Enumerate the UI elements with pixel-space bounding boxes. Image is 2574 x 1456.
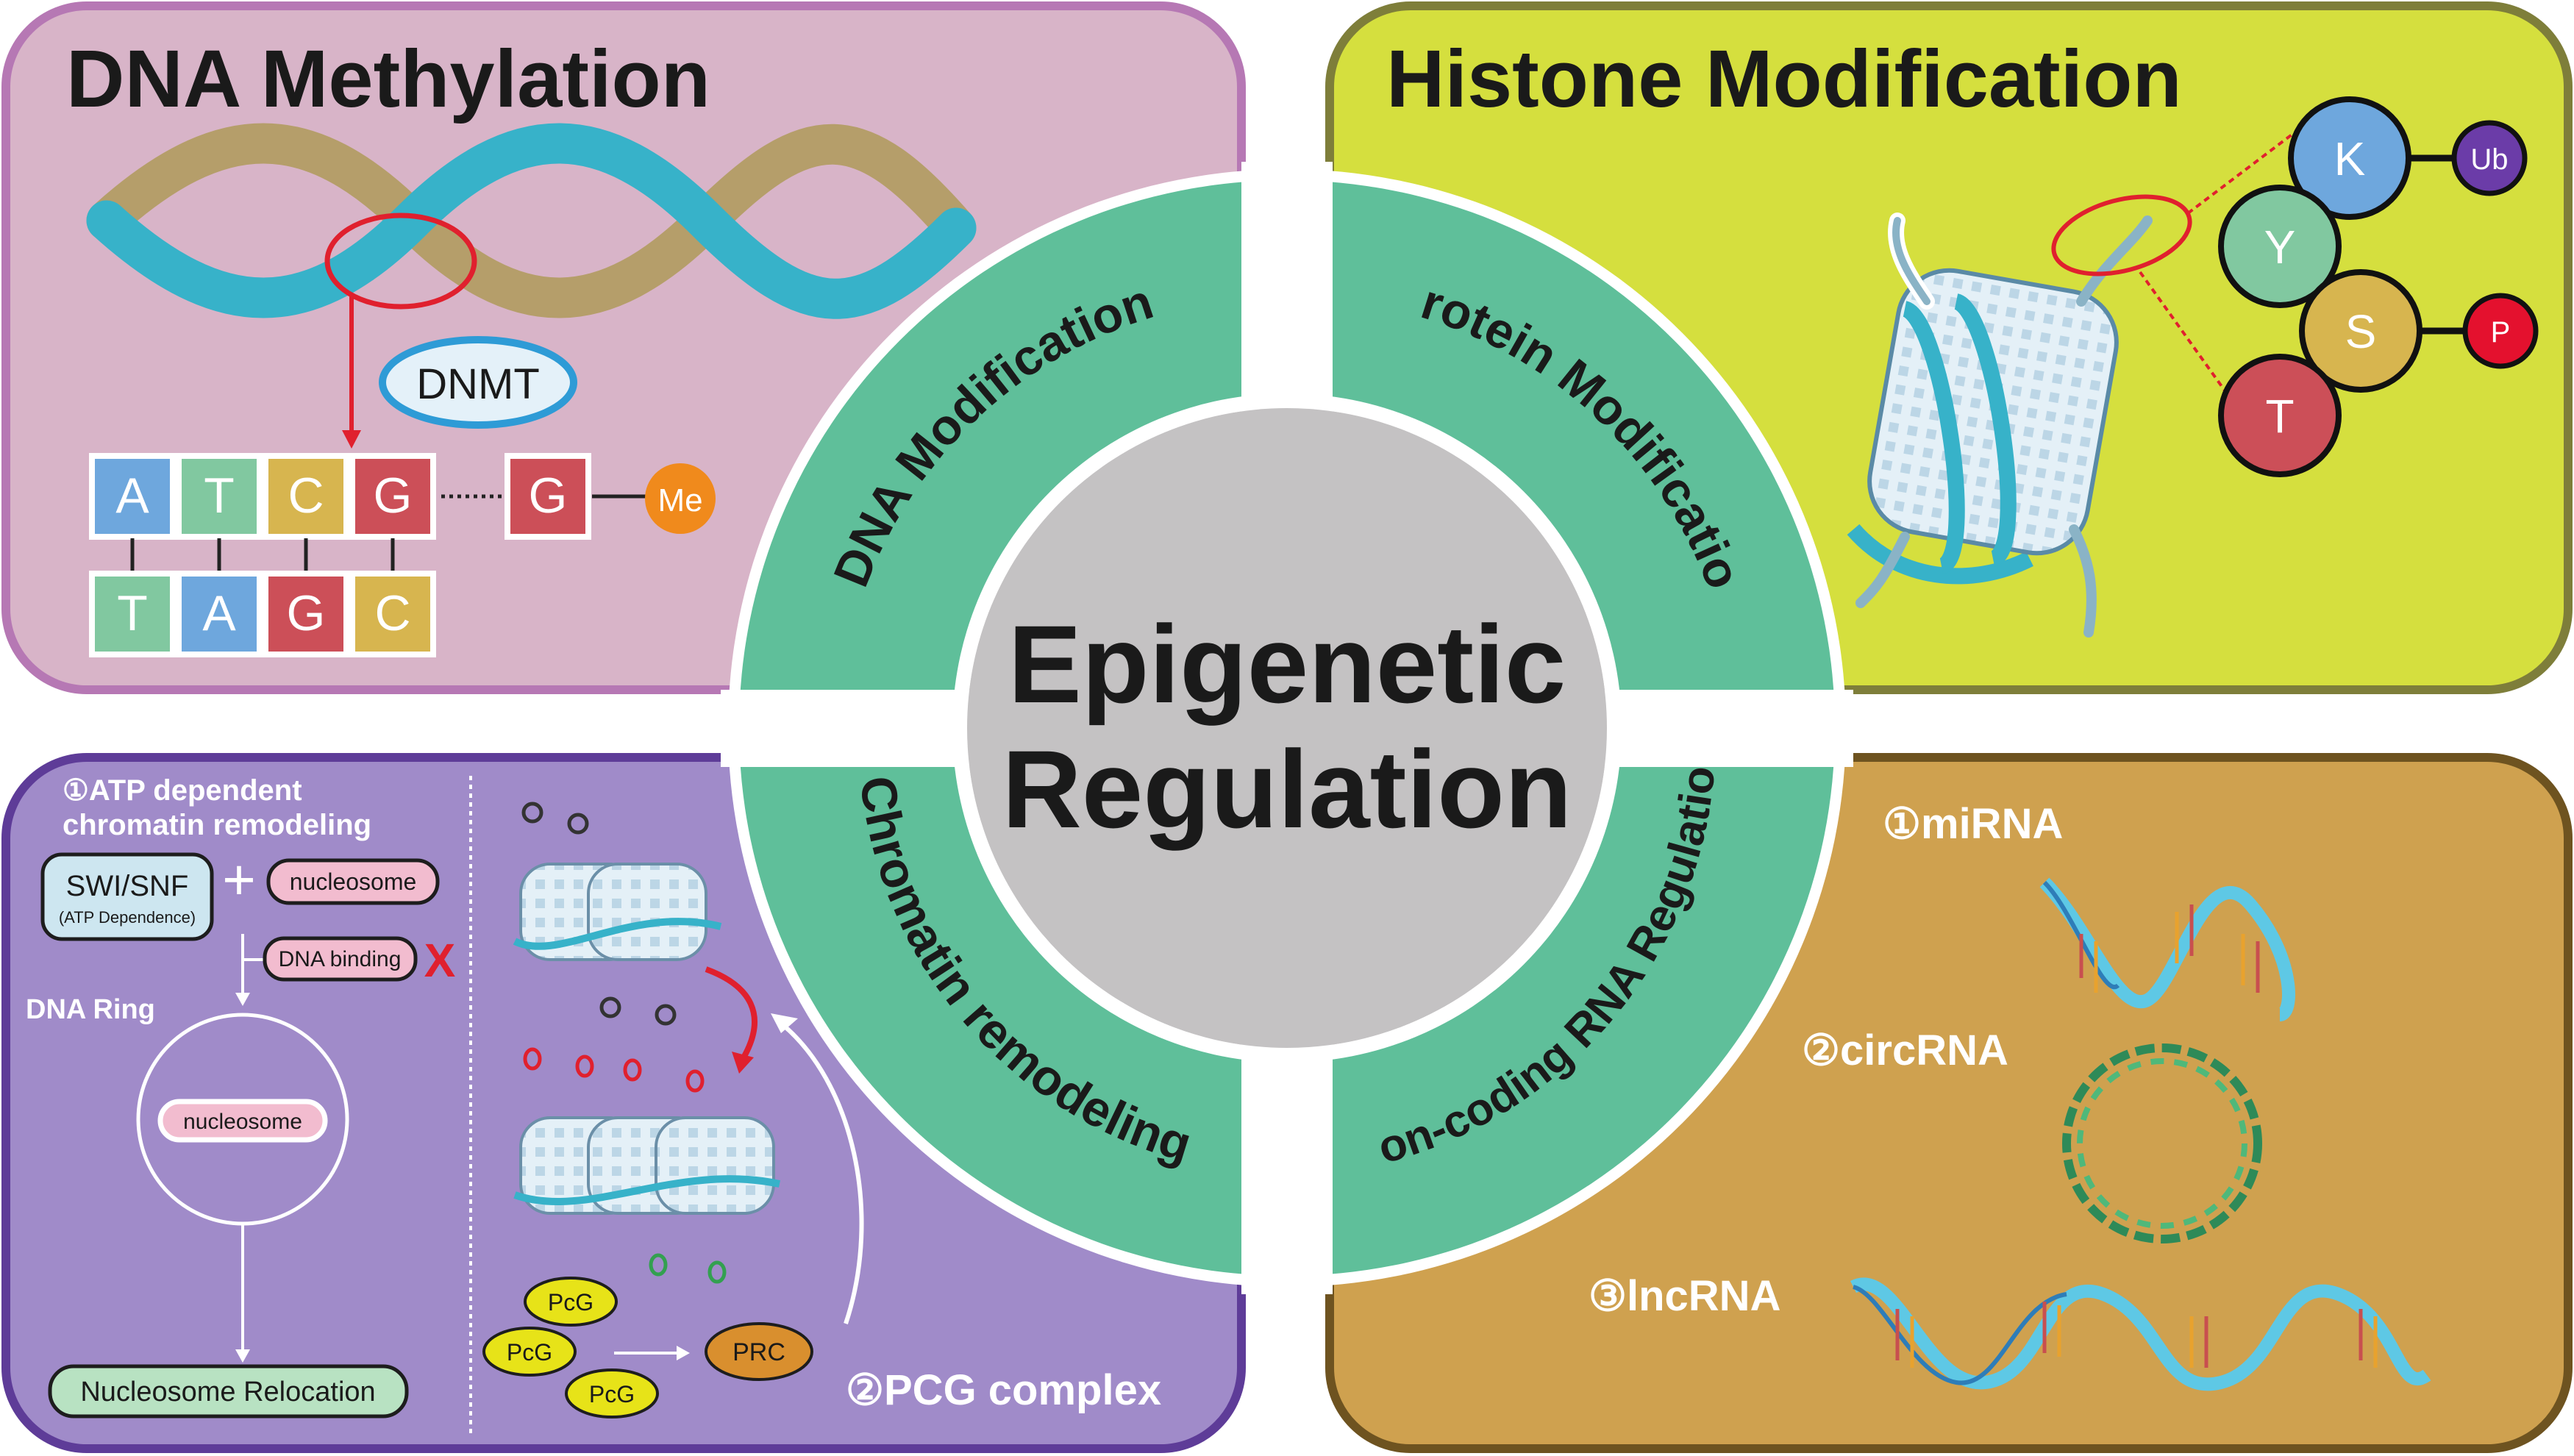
lncrna-label: ③lncRNA [1589, 1272, 1780, 1320]
red-transition-arrowhead [732, 1052, 754, 1074]
pcg-complex-label: ②PCG complex [846, 1366, 1161, 1414]
nucleosome-pill [266, 858, 440, 905]
methyl-group-label: Me [657, 482, 702, 518]
pcg-label-2: PcG [507, 1339, 552, 1366]
circrna-label: ②circRNA [1802, 1027, 2008, 1074]
double-helix-icon [86, 123, 977, 319]
center-title-line2: Regulation [1002, 727, 1572, 851]
base-top-2: T [204, 468, 235, 524]
methylation-site-highlight [324, 213, 477, 310]
dna-binding-pill [263, 936, 418, 982]
residue-y-icon [2218, 185, 2342, 308]
methyl-group-icon [645, 463, 716, 534]
plus-sign: + [222, 847, 256, 912]
zoom-line-1 [2186, 109, 2325, 215]
dnmt-label: DNMT [416, 360, 540, 408]
circrna-ring-icon [2062, 1043, 2262, 1243]
swisnf-sublabel: (ATP Dependence) [59, 908, 196, 927]
prc-badge [705, 1322, 813, 1381]
center-circle-top [967, 408, 1607, 1048]
nucleosome-pill-label: nucleosome [290, 868, 417, 895]
flow-arrowhead-1 [235, 993, 250, 1006]
dna-binding-blocked-icon: X [424, 934, 456, 987]
center-title-line1: Epigenetic [1008, 602, 1566, 726]
base-bottom-1: T [117, 585, 148, 641]
pcg-label-1: PcG [548, 1289, 593, 1316]
ubiquitin-label: Ub [2470, 143, 2508, 176]
top-base-row: A T C G [89, 453, 436, 540]
chromatin-fiber-top-icon [513, 802, 722, 1026]
relocation-label: Nucleosome Relocation [80, 1377, 375, 1407]
mirna-label: ①miRNA [1883, 800, 2063, 848]
dnmt-badge [379, 336, 577, 429]
prc-label: PRC [732, 1338, 785, 1366]
methylated-base: G [529, 468, 568, 524]
site-arrowhead [342, 430, 361, 449]
base-bottom-4: C [374, 585, 410, 641]
residue-k: K [2334, 132, 2366, 185]
bottom-base-row: T A G C [89, 571, 436, 657]
lncrna-helix-icon [1850, 1277, 2431, 1391]
residue-s-icon [2299, 269, 2423, 393]
base-top-1: A [115, 468, 149, 524]
dna-ring-icon [136, 1013, 349, 1226]
atp-title-line1: ①ATP dependent [63, 774, 302, 807]
base-bottom-3: G [287, 585, 326, 641]
ubiquitin-icon [2451, 120, 2528, 196]
residue-k-icon [2288, 96, 2411, 220]
residue-y: Y [2264, 221, 2296, 274]
white-return-arrow [778, 1020, 864, 1324]
methylated-base-box [505, 453, 591, 540]
base-top-3: C [288, 468, 324, 524]
dna-methylation-title: DNA Methylation [66, 34, 710, 124]
mirna-helix-icon [2039, 877, 2295, 1021]
residue-t-icon [2218, 354, 2342, 477]
base-bottom-2: A [202, 585, 236, 641]
ring-nucleosome-pill [157, 1099, 328, 1143]
swisnf-label: SWI/SNF [66, 870, 189, 902]
chromatin-fiber-bottom-icon [513, 1047, 781, 1284]
residue-s: S [2345, 305, 2377, 358]
pcg-to-prc-arrowhead [677, 1346, 690, 1360]
phosphate-icon [2462, 293, 2539, 369]
ring-nucleosome-label: nucleosome [183, 1110, 302, 1134]
relocation-box [48, 1364, 409, 1418]
base-top-4: G [374, 468, 413, 524]
base-pair-bonds [130, 538, 395, 574]
phosphate-label: P [2491, 316, 2511, 349]
pcg-cluster [482, 1277, 659, 1418]
flow-arrowhead-2 [235, 1349, 250, 1363]
histone-tail-highlight [2051, 194, 2192, 276]
pcg-label-3: PcG [589, 1381, 635, 1407]
dna-ring-label: DNA Ring [26, 994, 155, 1025]
nucleosome-icon [1847, 213, 2153, 638]
atp-title-line2: chromatin remodeling [63, 809, 371, 841]
red-transition-arrow [705, 966, 757, 1061]
swisnf-box [40, 852, 214, 941]
white-return-arrowhead [771, 1013, 798, 1033]
histone-modification-title: Histone Modification [1386, 34, 2182, 124]
dna-binding-label: DNA binding [279, 947, 402, 971]
residue-t: T [2265, 390, 2294, 443]
